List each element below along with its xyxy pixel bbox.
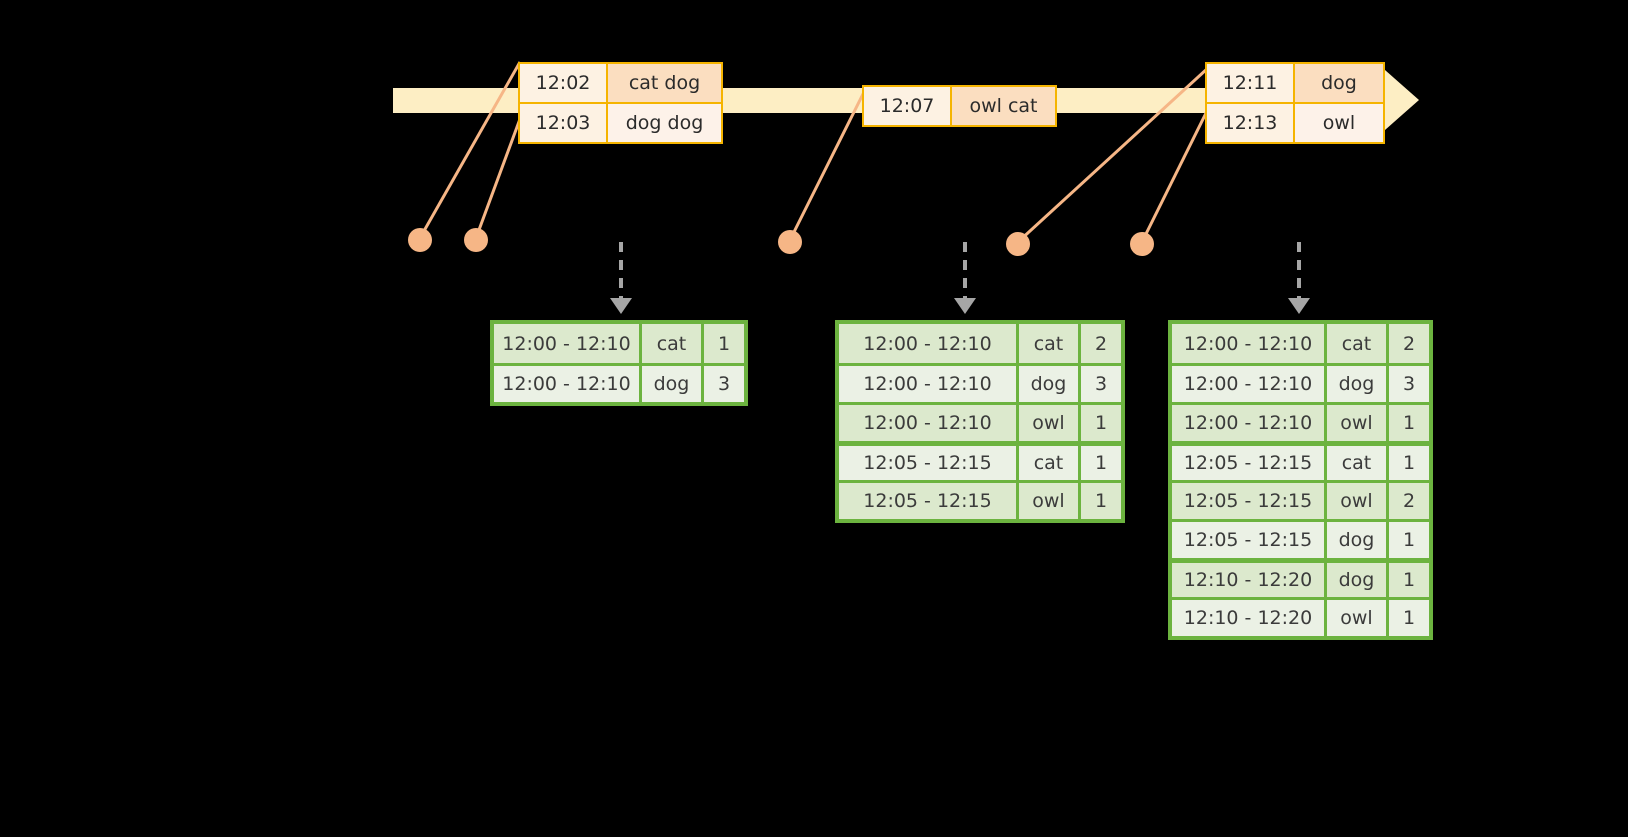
count-cell: 1 [1081,483,1121,519]
count-cell: 2 [1389,483,1429,519]
window-cell: 12:10 - 12:20 [1172,563,1327,597]
key-cell: owl [1019,483,1081,519]
window-cell: 12:05 - 12:15 [1172,483,1327,519]
event-row: 12:02 cat dog [520,64,721,102]
flow-arrow-1-shaft [619,242,623,302]
event-time: 12:07 [864,87,952,125]
window-cell: 12:00 - 12:10 [839,366,1019,402]
count-cell: 3 [1081,366,1121,402]
key-cell: cat [1327,324,1389,363]
window-cell: 12:05 - 12:15 [1172,446,1327,480]
flow-arrow-2-head [954,298,976,314]
event-words: cat dog [608,64,721,102]
count-cell: 1 [1389,446,1429,480]
event-words: owl [1295,104,1383,142]
event-words: owl cat [952,87,1055,125]
key-cell: owl [1019,405,1081,441]
key-cell: dog [1019,366,1081,402]
window-cell: 12:00 - 12:10 [839,324,1019,363]
event-row: 12:07 owl cat [864,87,1055,125]
window-cell: 12:00 - 12:10 [839,405,1019,441]
key-cell: owl [1327,600,1389,636]
key-cell: dog [1327,522,1389,558]
flow-arrow-3-head [1288,298,1310,314]
event-marker-1203-b [464,228,488,252]
window-cell: 12:05 - 12:15 [839,483,1019,519]
count-cell: 1 [704,324,744,363]
count-cell: 1 [1389,405,1429,441]
window-cell: 12:10 - 12:20 [1172,600,1327,636]
window-cell: 12:00 - 12:10 [1172,324,1327,363]
event-row: 12:03 dog dog [520,102,721,142]
count-cell: 1 [1389,600,1429,636]
event-marker-1202-a [408,228,432,252]
key-cell: cat [642,324,704,363]
count-cell: 2 [1389,324,1429,363]
window-cell: 12:05 - 12:15 [1172,522,1327,558]
key-cell: cat [1019,324,1081,363]
window-cell: 12:05 - 12:15 [839,446,1019,480]
count-cell: 1 [1389,563,1429,597]
key-cell: cat [1327,446,1389,480]
count-cell: 1 [1081,446,1121,480]
event-group-2[interactable]: 12:07 owl cat [862,85,1057,127]
flow-arrow-3-shaft [1297,242,1301,302]
window-cell: 12:00 - 12:10 [494,324,642,363]
count-cell: 2 [1081,324,1121,363]
event-marker-1207 [778,230,802,254]
count-cell: 3 [1389,366,1429,402]
event-time: 12:03 [520,104,608,142]
event-group-3[interactable]: 12:11 dog 12:13 owl [1205,62,1385,144]
event-time: 12:11 [1207,64,1295,102]
count-cell: 1 [1389,522,1429,558]
count-cell: 3 [704,366,744,402]
event-marker-1211 [1006,232,1030,256]
event-time: 12:02 [520,64,608,102]
key-cell: dog [642,366,704,402]
event-row: 12:11 dog [1207,64,1383,102]
window-cell: 12:00 - 12:10 [494,366,642,402]
key-cell: dog [1327,563,1389,597]
event-words: dog [1295,64,1383,102]
window-cell: 12:00 - 12:10 [1172,366,1327,402]
event-time: 12:13 [1207,104,1295,142]
key-cell: owl [1327,483,1389,519]
key-cell: dog [1327,366,1389,402]
event-marker-1213 [1130,232,1154,256]
window-cell: 12:00 - 12:10 [1172,405,1327,441]
stream-arrow-head [1385,70,1419,130]
flow-arrow-1-head [610,298,632,314]
event-words: dog dog [608,104,721,142]
event-row: 12:13 owl [1207,102,1383,142]
key-cell: cat [1019,446,1081,480]
count-cell: 1 [1081,405,1121,441]
flow-arrow-2-shaft [963,242,967,302]
key-cell: owl [1327,405,1389,441]
event-group-1[interactable]: 12:02 cat dog 12:03 dog dog [518,62,723,144]
